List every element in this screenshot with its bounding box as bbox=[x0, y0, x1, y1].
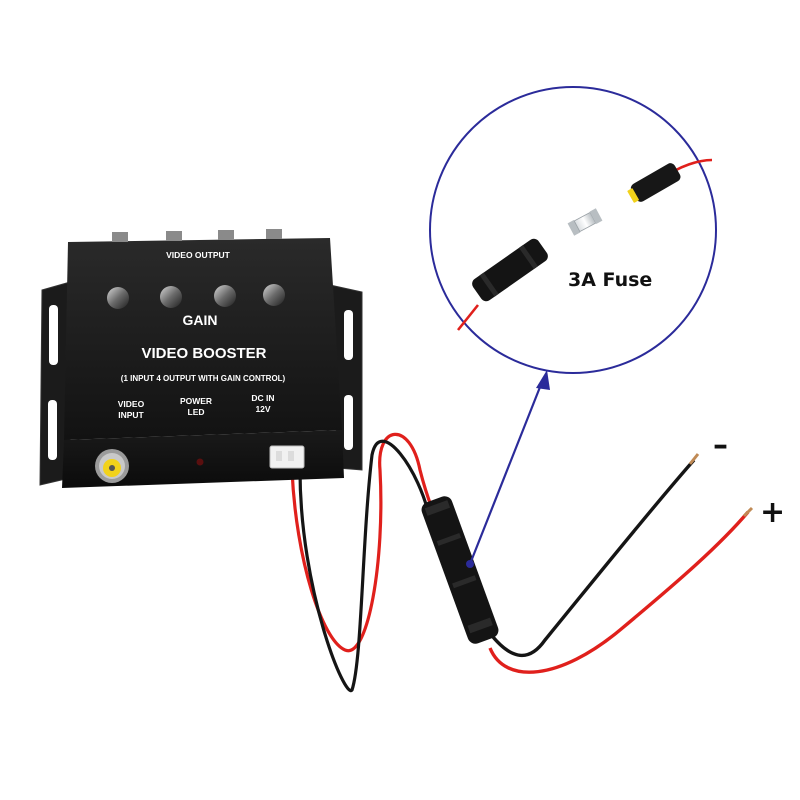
gain-knob-4 bbox=[263, 284, 285, 306]
left-flange-slot-2 bbox=[48, 400, 57, 460]
callout-holder-lower bbox=[472, 238, 548, 302]
callout-pointer bbox=[466, 370, 550, 568]
video-booster-box: VIDEO OUTPUT GAIN VIDEO BOOSTER (1 INPUT… bbox=[39, 229, 363, 488]
video-input-rca-jack bbox=[95, 449, 129, 483]
gain-knob-2 bbox=[160, 286, 182, 308]
callout-holder-upper bbox=[627, 163, 681, 203]
positive-symbol: + bbox=[760, 495, 785, 530]
gain-knobs bbox=[107, 284, 285, 309]
power-led bbox=[196, 458, 204, 466]
negative-symbol: – bbox=[713, 428, 728, 463]
video-output-label: VIDEO OUTPUT bbox=[166, 250, 231, 260]
product-subtitle: (1 INPUT 4 OUTPUT WITH GAIN CONTROL) bbox=[121, 374, 286, 383]
box-front-face bbox=[62, 430, 344, 488]
dc-in-connector bbox=[269, 445, 305, 469]
power-cable bbox=[290, 432, 754, 693]
left-flange-slot bbox=[49, 305, 58, 365]
video-input-label-line2: INPUT bbox=[118, 410, 144, 420]
dc-in-label-line1: DC IN bbox=[251, 393, 274, 403]
power-led-label-line1: POWER bbox=[180, 396, 212, 406]
power-led-label-line2: LED bbox=[188, 407, 205, 417]
black-wire-loop bbox=[298, 439, 432, 693]
dc-in-label-line2: 12V bbox=[255, 404, 270, 414]
negative-wire-tip bbox=[688, 453, 700, 465]
right-flange-slot-2 bbox=[344, 395, 353, 450]
inline-fuse-holder bbox=[421, 496, 499, 644]
rca-output-connectors bbox=[112, 229, 282, 242]
callout-glass-fuse bbox=[567, 208, 603, 236]
fuse-label: 3A Fuse bbox=[568, 269, 652, 291]
gain-knob-3 bbox=[214, 285, 236, 307]
product-title: VIDEO BOOSTER bbox=[141, 345, 266, 362]
positive-wire-tip bbox=[742, 506, 754, 518]
fuse-callout: 3A Fuse bbox=[429, 86, 717, 374]
gain-label: GAIN bbox=[183, 312, 218, 328]
video-input-label-line1: VIDEO bbox=[118, 399, 145, 409]
callout-red-wire-bottom bbox=[456, 304, 480, 331]
red-wire-positive bbox=[488, 510, 750, 674]
right-flange-slot bbox=[344, 310, 353, 360]
fuse-holder-body bbox=[421, 496, 499, 644]
gain-knob-1 bbox=[107, 287, 129, 309]
